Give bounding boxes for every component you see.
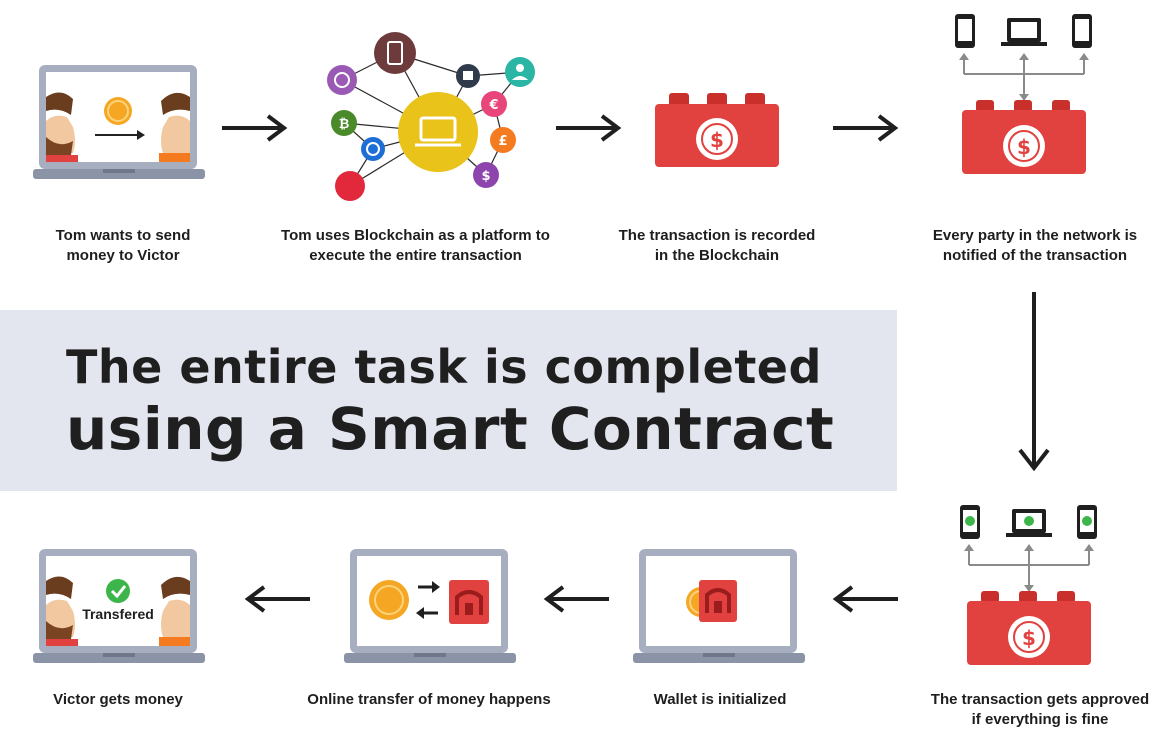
step-5-caption: The transaction gets approved if everyth…: [925, 690, 1155, 730]
step-6-caption-line1: Wallet is initialized: [653, 691, 787, 708]
step-1-caption-line2: money to Victor: [66, 247, 180, 264]
step-8-caption-line1: Victor gets money: [53, 691, 183, 708]
step-3-caption: The transaction is recorded in the Block…: [602, 226, 832, 266]
banner-title-line2: using a Smart Contract: [66, 395, 835, 463]
step-3-caption-line1: The transaction is recorded: [618, 227, 816, 244]
step-4-caption-line1: Every party in the network is: [932, 227, 1138, 244]
svg-text:₿: ₿: [339, 117, 350, 132]
step-2-caption-line2: execute the entire transaction: [309, 247, 522, 264]
step-5-caption-line2: if everything is fine: [971, 711, 1109, 728]
svg-text:$: $: [1022, 626, 1036, 650]
left-arrow-icon: [832, 585, 898, 613]
right-arrow-icon: [833, 114, 899, 142]
left-arrow-icon: [244, 585, 310, 613]
transfered-label: Transfered: [82, 606, 154, 622]
network-devices-notified-icon: $: [955, 14, 1092, 174]
step-5-caption-line1: The transaction gets approved: [930, 691, 1150, 708]
left-arrow-icon: [543, 585, 609, 613]
step-4-caption: Every party in the network is notified o…: [920, 226, 1150, 266]
pound-symbol: £: [498, 134, 507, 149]
blockchain-block-icon: $: [655, 93, 779, 167]
transfered-laptop-icon: Transfered: [33, 549, 205, 663]
blockchain-network-icon: € ₿ £ $: [327, 32, 535, 201]
step-2-caption: Tom uses Blockchain as a platform to exe…: [278, 226, 553, 266]
step-6-caption: Wallet is initialized: [600, 690, 840, 710]
right-arrow-icon: [222, 114, 288, 142]
network-devices-approved-icon: $: [960, 505, 1097, 665]
right-arrow-icon: [556, 114, 622, 142]
svg-text:$: $: [1017, 135, 1031, 159]
step-4-caption-line2: notified of the transaction: [942, 247, 1128, 264]
tom-victor-laptop-icon: [33, 65, 205, 179]
step-2-caption-line1: Tom uses Blockchain as a platform to: [281, 227, 550, 244]
transfer-laptop-icon: [344, 549, 516, 663]
euro-symbol: €: [488, 98, 498, 113]
wallet-laptop-icon: [633, 549, 805, 663]
banner-title-line1: The entire task is completed: [66, 340, 822, 394]
check-circle-icon: [106, 579, 130, 603]
step-8-caption: Victor gets money: [18, 690, 218, 710]
step-3-caption-line2: in the Blockchain: [654, 247, 780, 264]
down-arrow-icon: [1018, 292, 1050, 472]
smart-contract-banner: [0, 310, 897, 491]
step-7-caption-line1: Online transfer of money happens: [307, 691, 551, 708]
block-dollar-symbol: $: [710, 128, 724, 152]
step-7-caption: Online transfer of money happens: [300, 690, 558, 710]
step-1-caption: Tom wants to send money to Victor: [28, 226, 218, 266]
dollar-symbol: $: [481, 169, 490, 184]
step-1-caption-line1: Tom wants to send: [55, 227, 191, 244]
